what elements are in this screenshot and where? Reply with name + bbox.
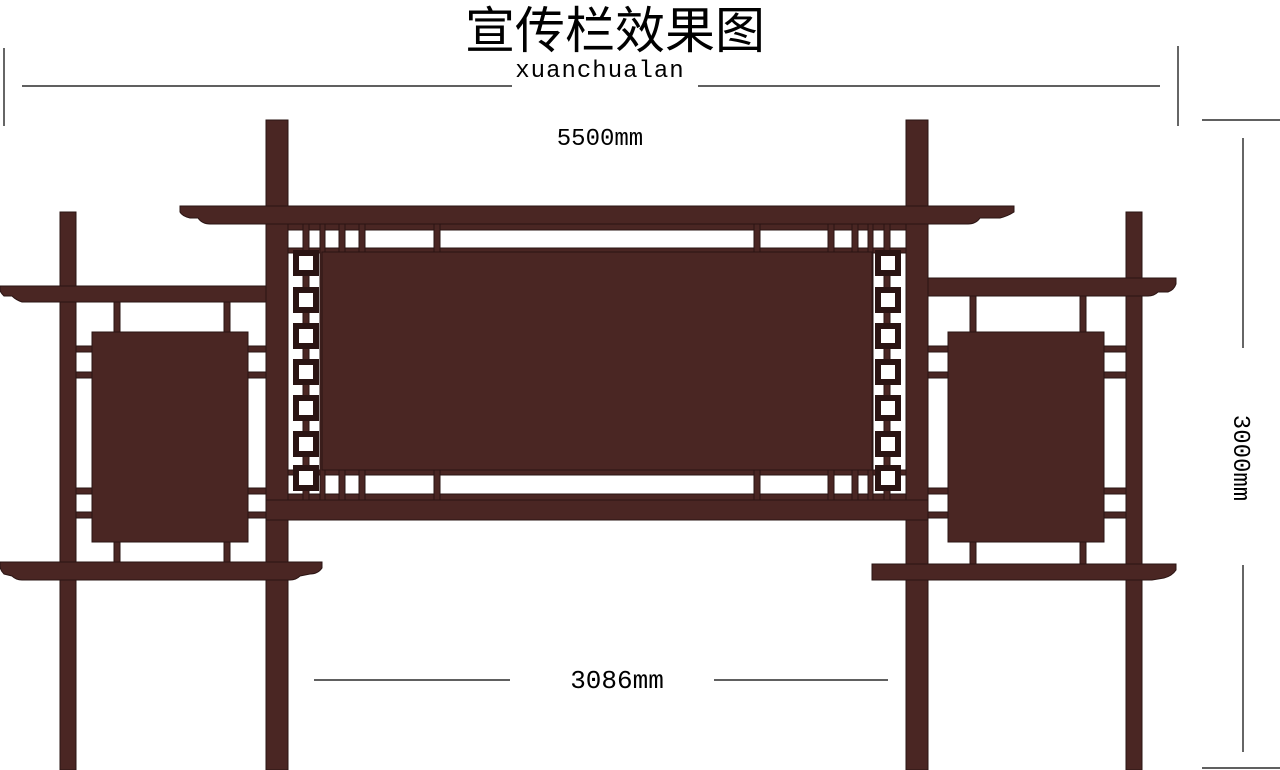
lattice-left <box>293 250 319 491</box>
central-bottom-beam <box>265 499 929 521</box>
dimension-lines <box>3 46 1280 769</box>
central-bottom-rail <box>287 493 907 501</box>
main-post-left <box>265 119 289 770</box>
central-top-rail <box>287 223 907 231</box>
right-display-panel <box>947 331 1105 543</box>
central-display-panel <box>321 251 873 471</box>
inner-width-label: 3086mm <box>570 666 664 696</box>
central-roof-beam <box>179 205 1015 225</box>
drawing-subtitle: xuanchualan <box>515 58 684 85</box>
right-wing-bottom-beam <box>871 563 1177 581</box>
total-width-label: 5500mm <box>557 126 643 153</box>
lattice-right <box>875 250 901 491</box>
main-post-right <box>905 119 929 770</box>
height-label: 3000mm <box>1226 415 1253 501</box>
drawing-title: 宣传栏效果图 <box>465 2 765 60</box>
left-wing-roof-beam <box>0 285 267 303</box>
left-wing-bottom-beam <box>0 561 323 581</box>
left-display-panel <box>91 331 249 543</box>
billboard-structure <box>0 119 1177 770</box>
right-wing-roof-beam <box>927 277 1177 297</box>
central-lower-rail <box>287 469 907 476</box>
